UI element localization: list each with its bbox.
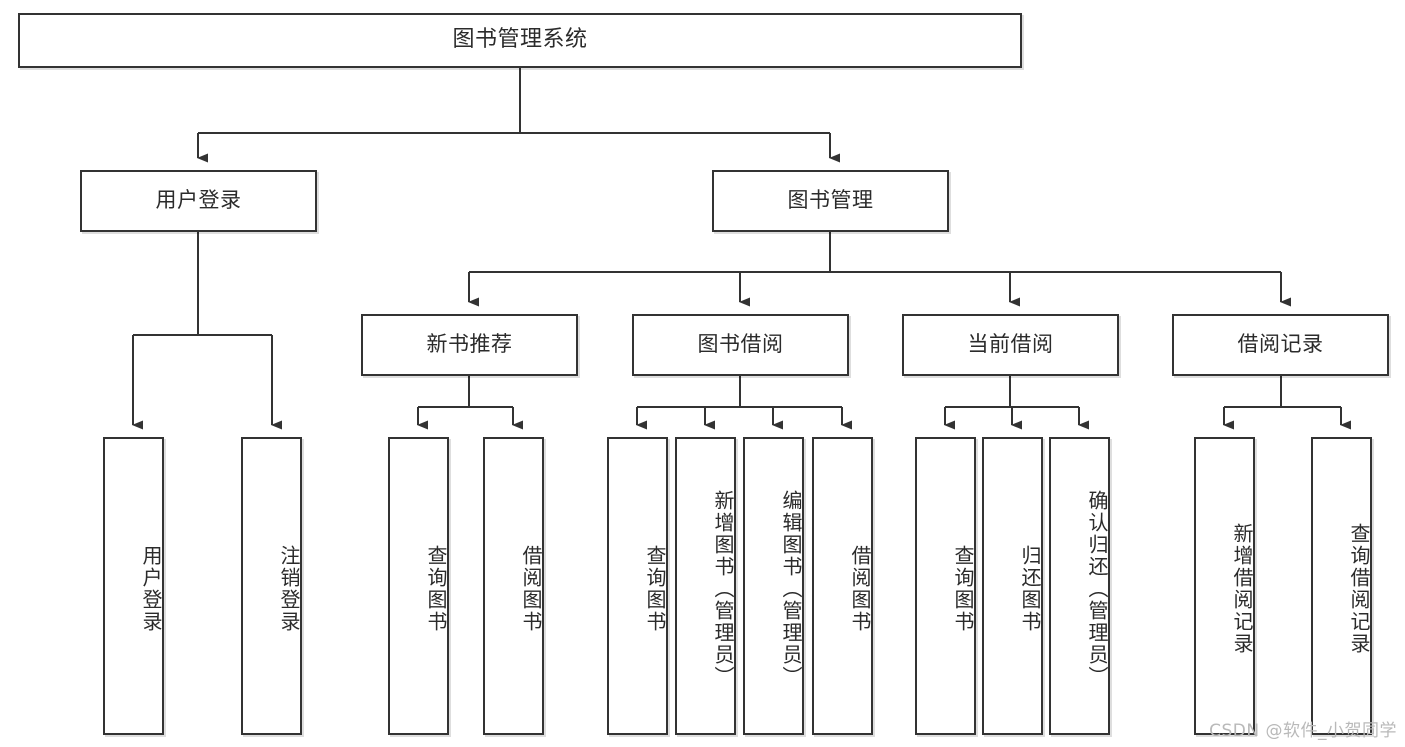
node-leaf-query-book-1-label: 查询图书 [424, 545, 448, 633]
edge-group-book-borrow [636, 376, 852, 430]
node-leaf-query-record[interactable]: 查询借阅记录 [1311, 437, 1372, 735]
node-leaf-confirm-return[interactable]: 确认归还（管理员） [1049, 437, 1110, 735]
edge-group-user-login [132, 232, 282, 430]
node-leaf-user-login-label: 用户登录 [139, 545, 163, 633]
watermark: CSDN @软件_小贺同学 [1209, 721, 1397, 741]
node-user-login-label: 用户登录 [155, 188, 242, 213]
node-leaf-borrow-book-2-label: 借阅图书 [848, 545, 872, 633]
node-leaf-query-record-label: 查询借阅记录 [1347, 523, 1371, 655]
node-leaf-confirm-return-label: 确认归还（管理员） [1085, 490, 1109, 688]
node-current-borrow[interactable]: 当前借阅 [902, 314, 1119, 376]
edge-group-new-book-recommend [417, 376, 523, 430]
node-leaf-query-book-3[interactable]: 查询图书 [915, 437, 976, 735]
node-leaf-logout[interactable]: 注销登录 [241, 437, 302, 735]
node-leaf-return-book[interactable]: 归还图书 [982, 437, 1043, 735]
node-leaf-edit-book[interactable]: 编辑图书（管理员） [743, 437, 804, 735]
edge-group-root [197, 68, 840, 163]
node-leaf-borrow-book-1[interactable]: 借阅图书 [483, 437, 544, 735]
node-book-borrow[interactable]: 图书借阅 [632, 314, 849, 376]
node-leaf-user-login[interactable]: 用户登录 [103, 437, 164, 735]
node-user-login[interactable]: 用户登录 [80, 170, 317, 232]
node-borrow-record[interactable]: 借阅记录 [1172, 314, 1389, 376]
node-leaf-query-book-2[interactable]: 查询图书 [607, 437, 668, 735]
node-root-label: 图书管理系统 [452, 27, 588, 53]
node-book-borrow-label: 图书借阅 [697, 332, 784, 357]
node-leaf-return-book-label: 归还图书 [1018, 545, 1042, 633]
node-new-book-recommend-label: 新书推荐 [426, 332, 513, 357]
node-leaf-logout-label: 注销登录 [277, 545, 301, 633]
edge-group-book-manage [468, 232, 1291, 307]
node-borrow-record-label: 借阅记录 [1237, 332, 1324, 357]
edge-group-current-borrow [944, 376, 1089, 430]
node-leaf-borrow-book-2[interactable]: 借阅图书 [812, 437, 873, 735]
node-leaf-add-record[interactable]: 新增借阅记录 [1194, 437, 1255, 735]
node-leaf-add-record-label: 新增借阅记录 [1230, 523, 1254, 655]
node-new-book-recommend[interactable]: 新书推荐 [361, 314, 578, 376]
node-book-manage-label: 图书管理 [787, 188, 874, 213]
node-root[interactable]: 图书管理系统 [18, 13, 1022, 68]
node-leaf-add-book[interactable]: 新增图书（管理员） [675, 437, 736, 735]
node-leaf-query-book-3-label: 查询图书 [951, 545, 975, 633]
node-leaf-query-book-1[interactable]: 查询图书 [388, 437, 449, 735]
node-leaf-add-book-label: 新增图书（管理员） [711, 490, 735, 688]
node-leaf-edit-book-label: 编辑图书（管理员） [779, 490, 803, 688]
node-book-manage[interactable]: 图书管理 [712, 170, 949, 232]
edge-group-borrow-record [1223, 376, 1351, 430]
node-current-borrow-label: 当前借阅 [967, 332, 1054, 357]
node-leaf-query-book-2-label: 查询图书 [643, 545, 667, 633]
node-leaf-borrow-book-1-label: 借阅图书 [519, 545, 543, 633]
